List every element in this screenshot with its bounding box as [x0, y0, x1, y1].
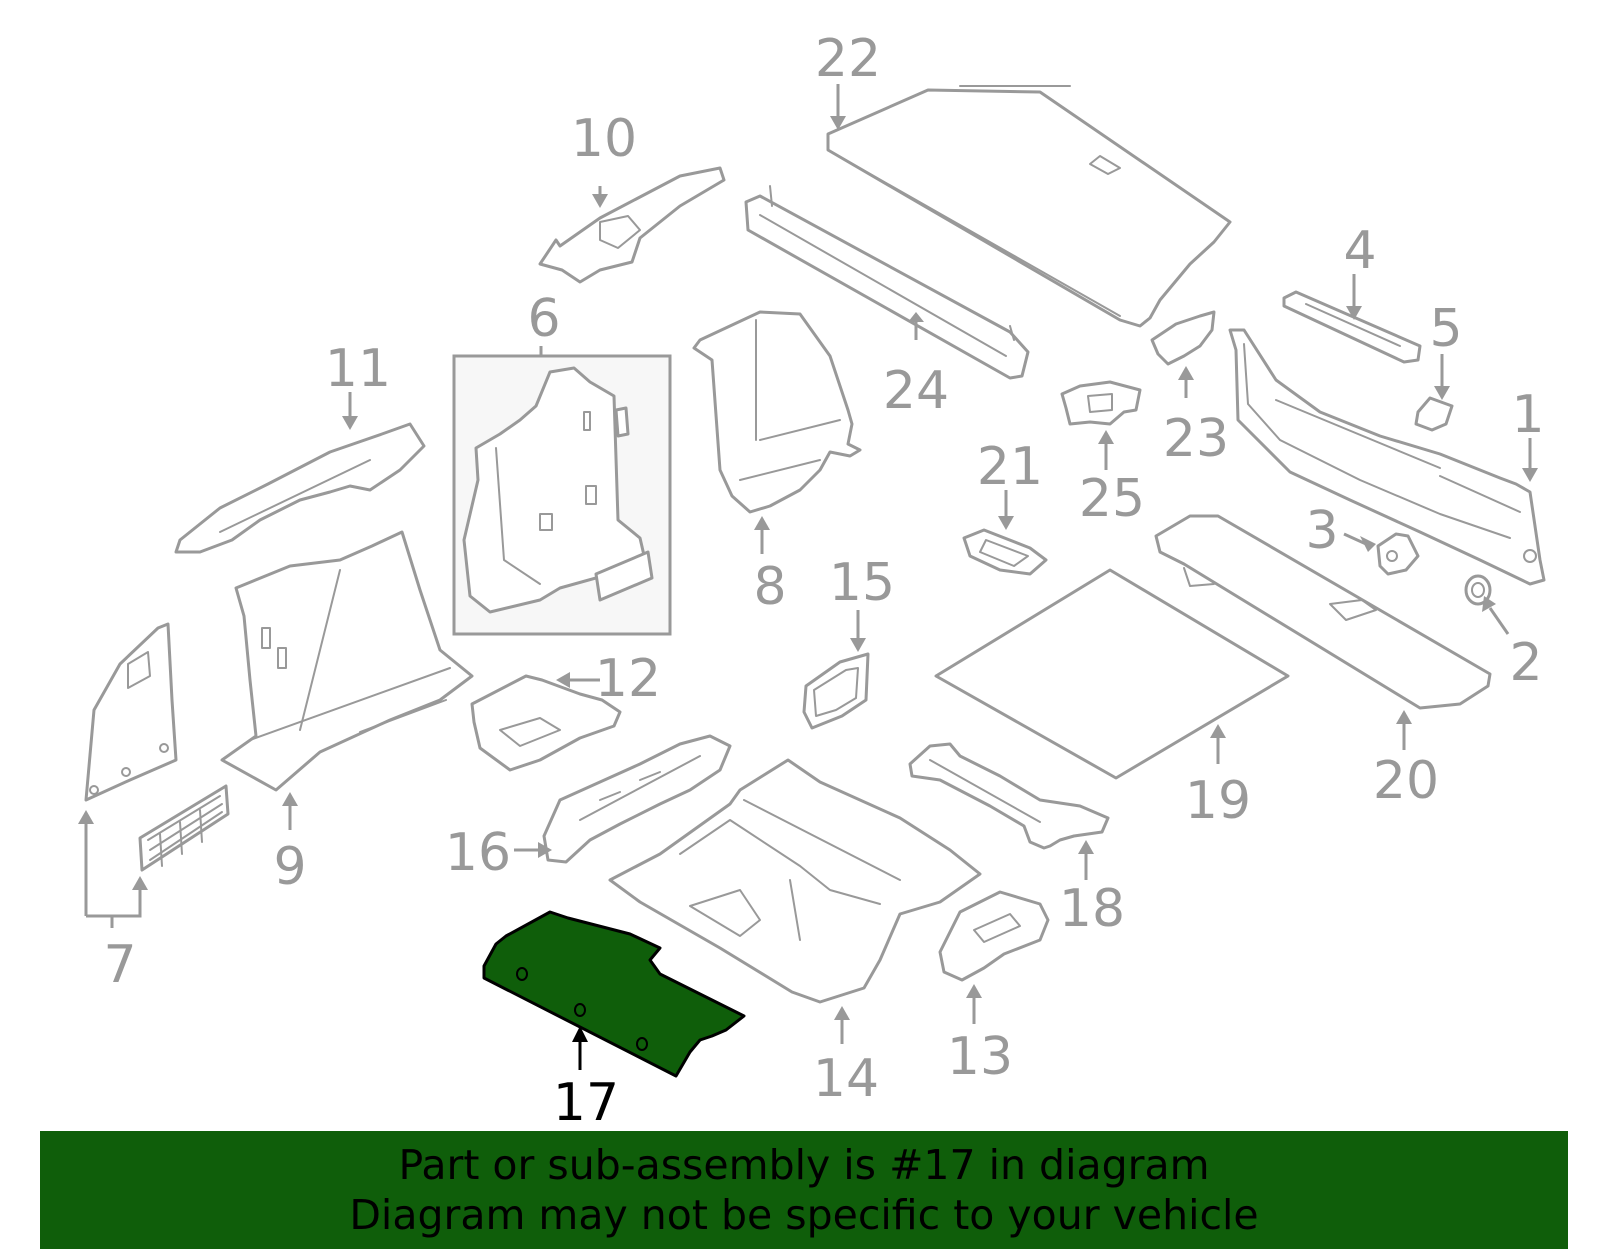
part-18-rod[interactable]: [908, 742, 1110, 850]
part-1-sill-plate[interactable]: [1228, 328, 1546, 586]
callout-25[interactable]: 25: [1079, 469, 1145, 529]
part-13-bracket[interactable]: [938, 890, 1050, 982]
leader-lines: [78, 84, 1538, 1070]
part-3-cap[interactable]: [1376, 532, 1420, 576]
callout-4[interactable]: 4: [1343, 221, 1376, 281]
callout-labels: 22 10 6 11 24 4 5 1 23 25 21 3 8 15 2 12…: [103, 29, 1544, 1133]
part-21-handle[interactable]: [962, 528, 1048, 576]
callout-12[interactable]: 12: [595, 649, 661, 709]
callout-3[interactable]: 3: [1305, 501, 1338, 561]
part-16-tray[interactable]: [542, 734, 732, 864]
part-14-storage-tub[interactable]: [608, 758, 982, 1004]
callout-7[interactable]: 7: [103, 935, 136, 995]
callout-22[interactable]: 22: [815, 29, 881, 89]
callout-6[interactable]: 6: [527, 289, 560, 349]
callout-11[interactable]: 11: [325, 339, 391, 399]
part-11-trim[interactable]: [174, 422, 426, 554]
callout-10[interactable]: 10: [571, 109, 637, 169]
part-10-trim[interactable]: [538, 166, 726, 284]
info-banner: Part or sub-assembly is #17 in diagram D…: [40, 1131, 1568, 1249]
callout-19[interactable]: 19: [1185, 771, 1251, 831]
part-25-bracket[interactable]: [1060, 380, 1142, 426]
callout-14[interactable]: 14: [813, 1049, 879, 1109]
callout-9[interactable]: 9: [273, 837, 306, 897]
part-6-side-trim[interactable]: [462, 366, 654, 614]
callout-15[interactable]: 15: [829, 553, 895, 613]
part-7-net[interactable]: [138, 784, 230, 872]
callout-21[interactable]: 21: [977, 437, 1043, 497]
banner-line-part-number: Part or sub-assembly is #17 in diagram: [398, 1141, 1210, 1189]
part-9-side-panel[interactable]: [220, 530, 474, 792]
callout-17-highlighted[interactable]: 17: [553, 1073, 619, 1133]
part-24-rail[interactable]: [744, 185, 1030, 380]
part-7-panel[interactable]: [84, 622, 178, 802]
part-5-clip[interactable]: [1414, 396, 1454, 432]
callout-8[interactable]: 8: [753, 557, 786, 617]
callout-5[interactable]: 5: [1429, 299, 1462, 359]
callout-20[interactable]: 20: [1373, 751, 1439, 811]
part-23-clip[interactable]: [1150, 310, 1216, 366]
part-15-trim-piece[interactable]: [802, 652, 870, 730]
callout-1[interactable]: 1: [1511, 385, 1544, 445]
callout-18[interactable]: 18: [1059, 879, 1125, 939]
part-8-side-trim[interactable]: [692, 310, 862, 514]
part-17-highlighted-panel[interactable]: [482, 910, 746, 1078]
callout-2[interactable]: 2: [1509, 633, 1542, 693]
callout-16[interactable]: 16: [445, 823, 511, 883]
callout-13[interactable]: 13: [947, 1027, 1013, 1087]
part-19-floor-mat[interactable]: [934, 568, 1290, 780]
callout-24[interactable]: 24: [883, 361, 949, 421]
callout-23[interactable]: 23: [1163, 409, 1229, 469]
banner-line-disclaimer: Diagram may not be specific to your vehi…: [349, 1191, 1259, 1239]
part-22-cargo-cover[interactable]: [826, 85, 1232, 328]
part-20-floor-panel[interactable]: [1154, 514, 1492, 710]
part-4-strip[interactable]: [1282, 290, 1422, 364]
part-12-bracket[interactable]: [470, 674, 622, 772]
